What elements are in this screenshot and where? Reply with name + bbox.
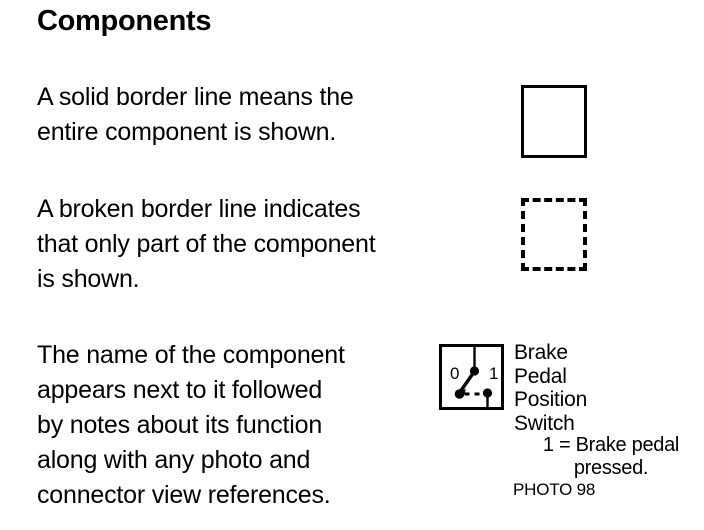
page-title: Components [37,5,212,37]
switch-terminal-label-1: 1 [489,364,499,383]
paragraph-component-name: The name of the component appears next t… [37,341,345,509]
photo-reference-label: PHOTO 98 [513,480,596,499]
component-name-label: Brake Pedal Position Switch [514,341,588,435]
switch-schematic-icon [454,347,493,407]
paragraph-solid-border: A solid border line means the entire com… [37,83,354,146]
broken-border-box [521,198,587,271]
switch-terminal-label-0: 0 [450,364,460,383]
paragraph-broken-border: A broken border line indicates that only… [37,195,376,293]
brake-pedal-position-switch-symbol: 0 1 [439,344,504,410]
component-function-note: 1 = Brake pedal pressed. [542,434,680,479]
solid-border-box [521,85,587,158]
